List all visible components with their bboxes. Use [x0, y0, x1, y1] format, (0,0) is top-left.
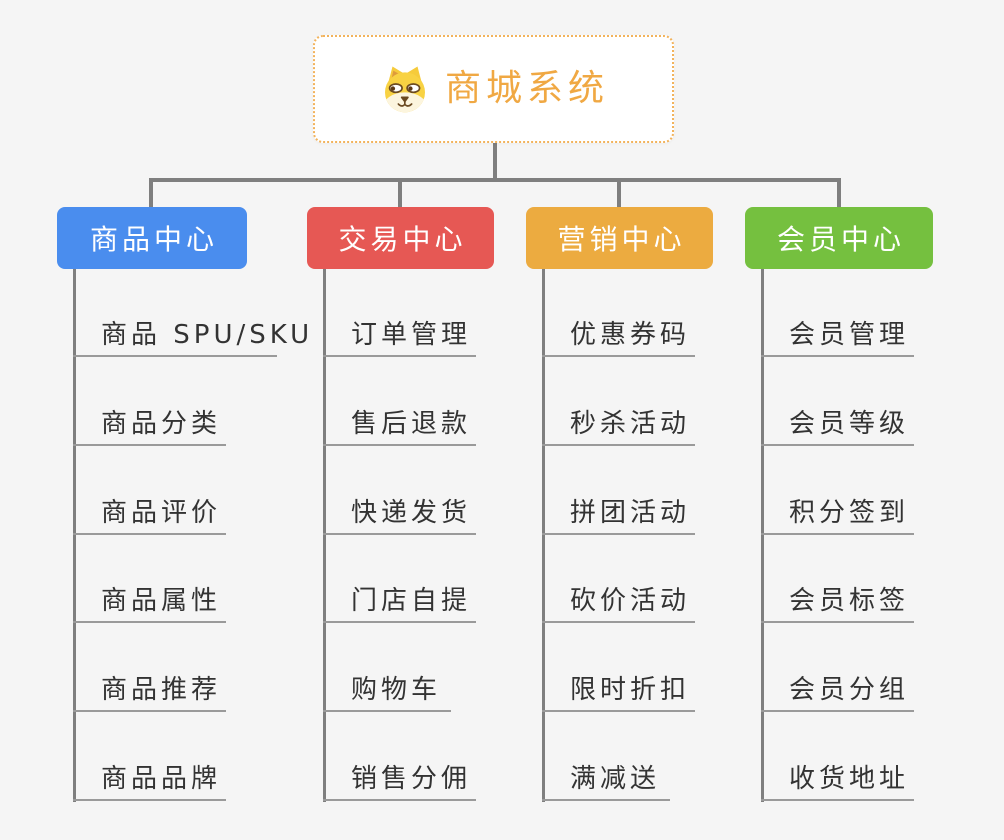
- leaf-node[interactable]: 商品推荐: [73, 676, 226, 712]
- leaf-node[interactable]: 秒杀活动: [542, 410, 695, 446]
- leaf-node[interactable]: 订单管理: [323, 321, 476, 357]
- connector-root-stem: [493, 143, 497, 182]
- leaf-node[interactable]: 销售分佣: [323, 765, 476, 801]
- leaf-node[interactable]: 拼团活动: [542, 499, 695, 535]
- connector-drop-members: [837, 178, 841, 210]
- leaf-node[interactable]: 会员等级: [761, 410, 914, 446]
- leaf-node[interactable]: 满减送: [542, 765, 670, 801]
- leaf-node[interactable]: 快递发货: [323, 499, 476, 535]
- branch-node-members[interactable]: 会员中心: [745, 207, 933, 269]
- dog-face-icon: [384, 66, 425, 113]
- connector-column-stem-trade: [323, 269, 326, 802]
- connector-column-stem-marketing: [542, 269, 545, 802]
- root-node[interactable]: 商城系统: [313, 35, 674, 143]
- leaf-node[interactable]: 门店自提: [323, 587, 476, 623]
- branch-node-products[interactable]: 商品中心: [57, 207, 247, 269]
- leaf-node[interactable]: 砍价活动: [542, 587, 695, 623]
- branch-node-marketing[interactable]: 营销中心: [526, 207, 713, 269]
- leaf-node[interactable]: 商品评价: [73, 499, 226, 535]
- connector-column-stem-products: [73, 269, 76, 802]
- connector-column-stem-members: [761, 269, 764, 802]
- leaf-node[interactable]: 限时折扣: [542, 676, 695, 712]
- leaf-node[interactable]: 会员标签: [761, 587, 914, 623]
- leaf-node[interactable]: 收货地址: [761, 765, 914, 801]
- connector-drop-products: [149, 178, 153, 210]
- connector-drop-trade: [398, 178, 402, 210]
- leaf-node[interactable]: 商品分类: [73, 410, 226, 446]
- leaf-node[interactable]: 会员管理: [761, 321, 914, 357]
- leaf-node[interactable]: 售后退款: [323, 410, 476, 446]
- leaf-node[interactable]: 优惠券码: [542, 321, 695, 357]
- leaf-node[interactable]: 商品属性: [73, 587, 226, 623]
- leaf-node[interactable]: 购物车: [323, 676, 451, 712]
- leaf-node[interactable]: 积分签到: [761, 499, 914, 535]
- leaf-node[interactable]: 商品品牌: [73, 765, 226, 801]
- leaf-node[interactable]: 会员分组: [761, 676, 914, 712]
- branch-node-trade[interactable]: 交易中心: [307, 207, 494, 269]
- leaf-node[interactable]: 商品 SPU/SKU: [73, 321, 309, 357]
- connector-horizontal: [149, 178, 841, 182]
- root-title: 商城系统: [444, 68, 609, 109]
- connector-drop-marketing: [617, 178, 621, 210]
